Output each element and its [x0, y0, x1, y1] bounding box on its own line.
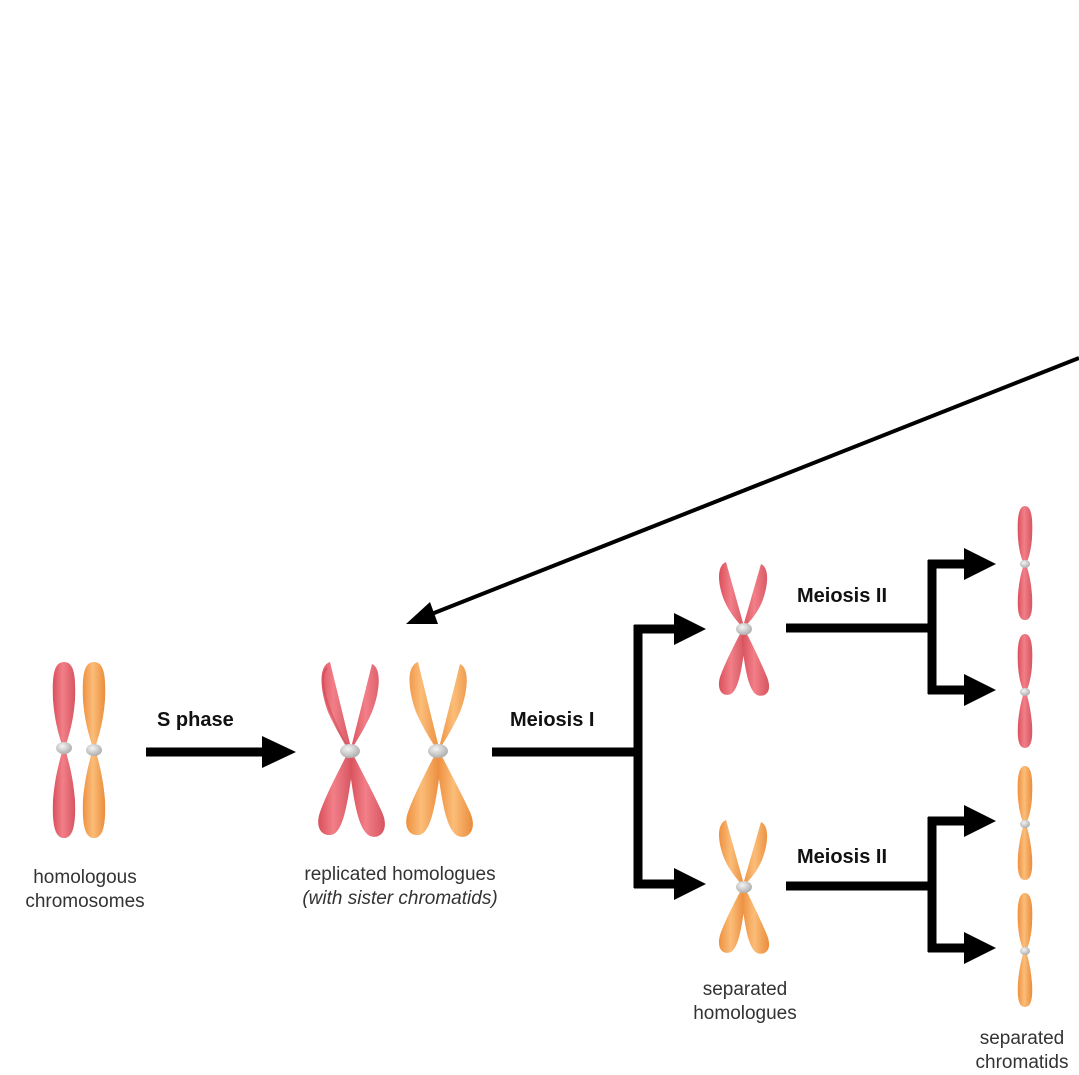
- meiosis-1-label: Meiosis I: [510, 709, 594, 732]
- caption-line: separated: [967, 1027, 1077, 1051]
- meiosis-1-arrow: [492, 613, 706, 900]
- orange-chromosome: [83, 662, 105, 838]
- separated-homologues-caption: separated homologues: [680, 978, 810, 1026]
- meiosis-2-top-label: Meiosis II: [797, 585, 887, 608]
- replicated-red-homologue: [318, 662, 385, 837]
- caption-line: homologues: [680, 1002, 810, 1026]
- caption-line: chromatids: [967, 1051, 1077, 1075]
- replicated-orange-homologue: [406, 662, 473, 837]
- red-chromosome: [53, 662, 75, 838]
- separated-chromatid-red-1: [1018, 506, 1033, 620]
- caption-line: chromosomes: [10, 890, 160, 914]
- separated-chromatids-caption: separated chromatids: [967, 1027, 1077, 1075]
- homologous-chromosomes: [53, 662, 105, 838]
- separated-chromatid-orange-1: [1018, 766, 1033, 880]
- meiosis-2-bottom-arrow: [786, 805, 996, 964]
- caption-line: replicated homologues: [272, 863, 528, 887]
- separated-chromatid-red-2: [1018, 634, 1033, 748]
- meiosis-2-bottom-label: Meiosis II: [797, 846, 887, 869]
- replicated-homologues-caption: replicated homologues (with sister chrom…: [272, 863, 528, 911]
- separated-red-homologue: [719, 562, 769, 696]
- homologous-chromosomes-caption: homologous chromosomes: [10, 866, 160, 914]
- caption-line: homologous: [10, 866, 160, 890]
- separated-orange-homologue: [719, 820, 769, 954]
- s-phase-arrow: [146, 736, 296, 768]
- separated-chromatid-orange-2: [1018, 893, 1033, 1007]
- meiosis-2-top-arrow: [786, 548, 996, 706]
- caption-line-italic: (with sister chromatids): [272, 887, 528, 911]
- caption-line: separated: [680, 978, 810, 1002]
- s-phase-label: S phase: [157, 709, 234, 732]
- pointer-arrow: [406, 358, 1079, 624]
